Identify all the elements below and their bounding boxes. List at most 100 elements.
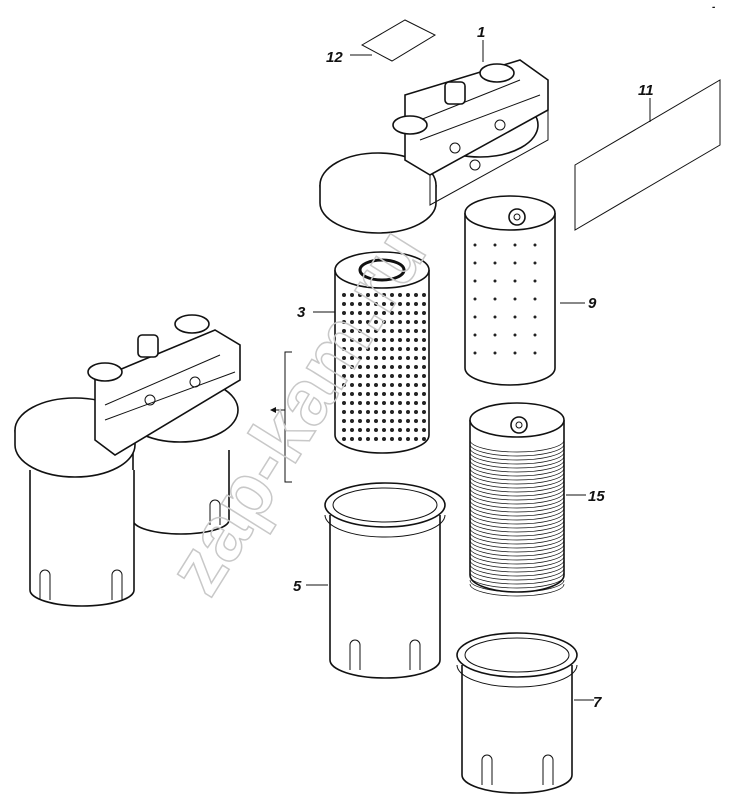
perforation-dot (382, 311, 386, 315)
perforation-dot (398, 392, 402, 396)
perforation-dot (366, 383, 370, 387)
perforation-dot (358, 383, 362, 387)
pleat-line (469, 459, 565, 473)
pleat-line (469, 567, 565, 581)
perforation-dot (342, 302, 346, 306)
perforation-dot (414, 437, 418, 441)
perforation-dot (374, 428, 378, 432)
part-11-plate: 11 (574, 79, 721, 231)
perforation-dot (422, 311, 426, 315)
pleat-line (469, 471, 565, 485)
perforation-dot (382, 374, 386, 378)
perforation-dot (414, 401, 418, 405)
perforation-dot (374, 356, 378, 360)
perforation-dot (342, 347, 346, 351)
pleat-line (469, 447, 565, 461)
perforation-dot (390, 293, 394, 297)
perforation-dot (533, 333, 537, 337)
perforation-dot (390, 365, 394, 369)
perforation-dot (374, 392, 378, 396)
pleat-line (469, 499, 565, 513)
part-3-perforated-filter: 3 (297, 251, 430, 454)
part-5-bowl: 5 (293, 482, 446, 679)
pleat-line (469, 519, 565, 533)
perforation-dot (350, 374, 354, 378)
perforation-dot (406, 374, 410, 378)
pleat-line (469, 503, 565, 517)
perforation-dot (493, 243, 497, 247)
perforation-dot (366, 302, 370, 306)
perforation-dot (398, 401, 402, 405)
perforation-dot (414, 410, 418, 414)
perforation-dot (358, 365, 362, 369)
perforation-dot (358, 356, 362, 360)
perforation-dot (398, 374, 402, 378)
pleat-line (469, 515, 565, 529)
perforation-dot (414, 311, 418, 315)
label-12: 12 (326, 49, 343, 66)
perforation-dot (473, 351, 477, 355)
perforation-dot (390, 419, 394, 423)
perforation-dot (414, 320, 418, 324)
pleat-line (469, 455, 565, 469)
perforation-dot (374, 329, 378, 333)
perforation-dot (382, 356, 386, 360)
pleat-line (469, 507, 565, 521)
perforation-dot (342, 329, 346, 333)
perforation-dot (366, 365, 370, 369)
label-9: 9 (588, 295, 597, 312)
perforation-dot (406, 392, 410, 396)
perforation-dot (398, 320, 402, 324)
perforation-dot (350, 338, 354, 342)
perforation-dot (406, 383, 410, 387)
perforation-dot (422, 356, 426, 360)
perforation-dot (374, 383, 378, 387)
perforation-dot (374, 401, 378, 405)
perforation-dot (342, 374, 346, 378)
perforation-dot (398, 338, 402, 342)
perforation-dot (422, 320, 426, 324)
perforation-dot (374, 311, 378, 315)
pleat-line (469, 443, 565, 457)
perforation-dot (493, 261, 497, 265)
perforation-dot (406, 293, 410, 297)
perforation-dot (390, 302, 394, 306)
perforation-dot (422, 419, 426, 423)
perforation-dot (342, 311, 346, 315)
pleat-line (469, 559, 565, 573)
pleat-line (469, 451, 565, 465)
pleat-line (469, 491, 565, 505)
perforation-dot (342, 365, 346, 369)
perforation-dot (493, 333, 497, 337)
perforation-dot (533, 243, 537, 247)
perforation-dot (390, 356, 394, 360)
perforation-dot (390, 401, 394, 405)
perforation-dot (350, 383, 354, 387)
pleat-line (469, 531, 565, 545)
perforation-dot (398, 347, 402, 351)
pleat-line (469, 475, 565, 489)
perforation-dot (473, 297, 477, 301)
perforation-dot (382, 419, 386, 423)
perforation-dot (358, 302, 362, 306)
perforation-dot (382, 428, 386, 432)
perforation-dot (398, 311, 402, 315)
perforation-dot (366, 320, 370, 324)
assembly-bracket (270, 351, 292, 483)
perforation-dot (473, 333, 477, 337)
perforation-dot (513, 315, 517, 319)
perforation-dot (533, 351, 537, 355)
perforation-dot (390, 347, 394, 351)
perforation-dot (366, 311, 370, 315)
perforation-dot (342, 356, 346, 360)
perforation-dot (513, 333, 517, 337)
perforation-dot (414, 338, 418, 342)
perforation-dot (358, 401, 362, 405)
perforation-dot (358, 392, 362, 396)
perforation-dot (350, 428, 354, 432)
perforation-dot (398, 410, 402, 414)
part-7-bowl: 7 (456, 632, 602, 794)
perforation-dot (382, 410, 386, 414)
perforation-dot (366, 437, 370, 441)
perforation-dot (358, 329, 362, 333)
